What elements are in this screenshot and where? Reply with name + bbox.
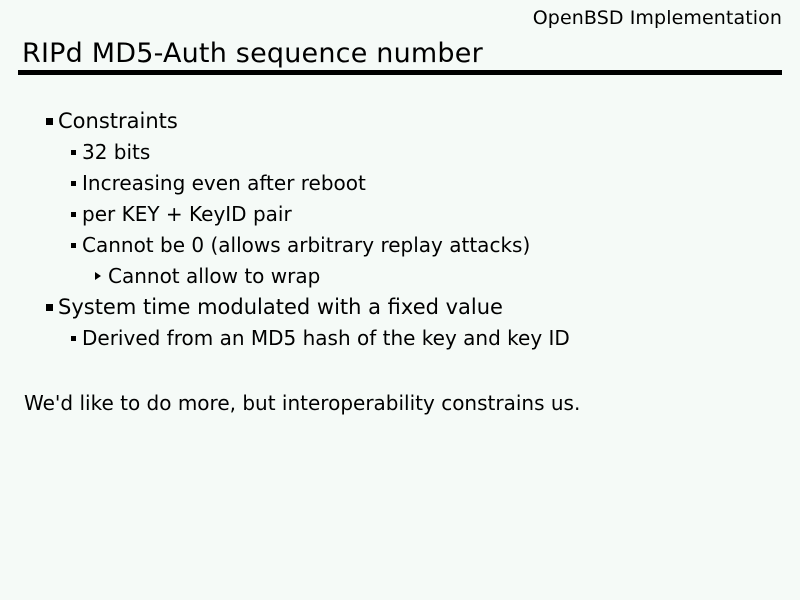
bullet-item-label: Derived from an MD5 hash of the key and …: [82, 326, 570, 350]
bullet-item-label: Increasing even after reboot: [82, 171, 366, 195]
small-square-bullet-icon: [71, 212, 76, 217]
bullet-item: Constraints: [0, 106, 800, 137]
bullet-item: Increasing even after reboot: [0, 168, 800, 199]
bullet-item: per KEY + KeyID pair: [0, 199, 800, 230]
small-square-bullet-icon: [71, 181, 76, 186]
bullet-item-label: Constraints: [58, 109, 178, 133]
square-bullet-icon: [46, 118, 53, 125]
bullet-item: Cannot allow to wrap: [0, 261, 800, 292]
bullet-item-label: Cannot allow to wrap: [108, 264, 321, 288]
bullet-item-label: Cannot be 0 (allows arbitrary replay att…: [82, 233, 531, 257]
square-bullet-icon: [46, 304, 53, 311]
triangle-bullet-icon: [95, 272, 101, 280]
bullet-item: 32 bits: [0, 137, 800, 168]
bullet-item: Cannot be 0 (allows arbitrary replay att…: [0, 230, 800, 261]
slide-header-text: OpenBSD Implementation: [532, 7, 782, 29]
bullet-item-label: per KEY + KeyID pair: [82, 202, 292, 226]
slide-title: RIPd MD5-Auth sequence number: [22, 38, 483, 69]
small-square-bullet-icon: [71, 243, 76, 248]
small-square-bullet-icon: [71, 336, 76, 341]
bullet-item: System time modulated with a fixed value: [0, 292, 800, 323]
bullet-item: Derived from an MD5 hash of the key and …: [0, 323, 800, 354]
small-square-bullet-icon: [71, 150, 76, 155]
title-divider-rule: [18, 70, 782, 75]
closing-note: We'd like to do more, but interoperabili…: [24, 391, 581, 415]
bullet-item-label: 32 bits: [82, 140, 151, 164]
bullet-item-label: System time modulated with a fixed value: [58, 295, 503, 319]
